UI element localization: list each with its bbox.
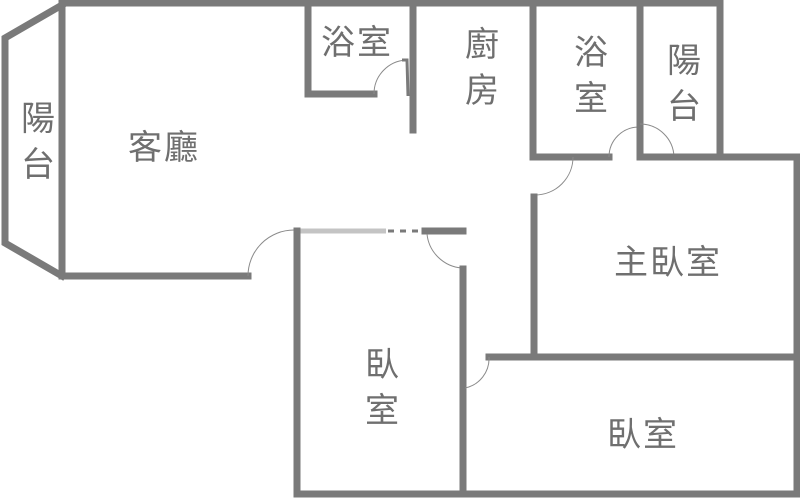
bedroom-2-label: 臥室 xyxy=(607,415,679,455)
bath1-door-arc xyxy=(373,59,407,95)
bathroom-2-label: 浴 室 xyxy=(571,30,611,122)
master-bedroom-label: 主臥室 xyxy=(614,243,722,283)
living-room-label: 客廳 xyxy=(128,128,200,168)
bedroom-1-line1: 臥 xyxy=(365,345,399,385)
kitchen-line2: 房 xyxy=(465,71,499,111)
balcony-left-label: 陽 台 xyxy=(18,96,58,188)
bath2-door-arc xyxy=(608,126,640,158)
bathroom-2-line2: 室 xyxy=(574,79,608,119)
balcony-right-line2: 台 xyxy=(667,87,701,127)
bathroom-2-line1: 浴 xyxy=(574,33,608,73)
balcony-left-line1: 陽 xyxy=(21,99,55,139)
balcony-right-line1: 陽 xyxy=(667,41,701,81)
kitchen-line1: 廚 xyxy=(465,25,499,65)
bedroom-1-label: 臥 室 xyxy=(362,342,402,434)
bathroom-1-label: 浴室 xyxy=(321,23,393,63)
master-door-arc xyxy=(534,156,574,196)
bedroom2-door-arc xyxy=(464,356,490,389)
balcony-right-label: 陽 台 xyxy=(664,38,704,130)
kitchen-label: 廚 房 xyxy=(462,22,502,114)
bath1-door xyxy=(402,58,410,97)
balcony-door-arc xyxy=(639,123,675,158)
balcony-left-line2: 台 xyxy=(21,145,55,185)
living-door-arc xyxy=(247,229,295,277)
bedroom1-door-arc xyxy=(426,233,463,269)
balcony-left-wall xyxy=(1,0,67,281)
bedroom-1-line2: 室 xyxy=(365,391,399,431)
